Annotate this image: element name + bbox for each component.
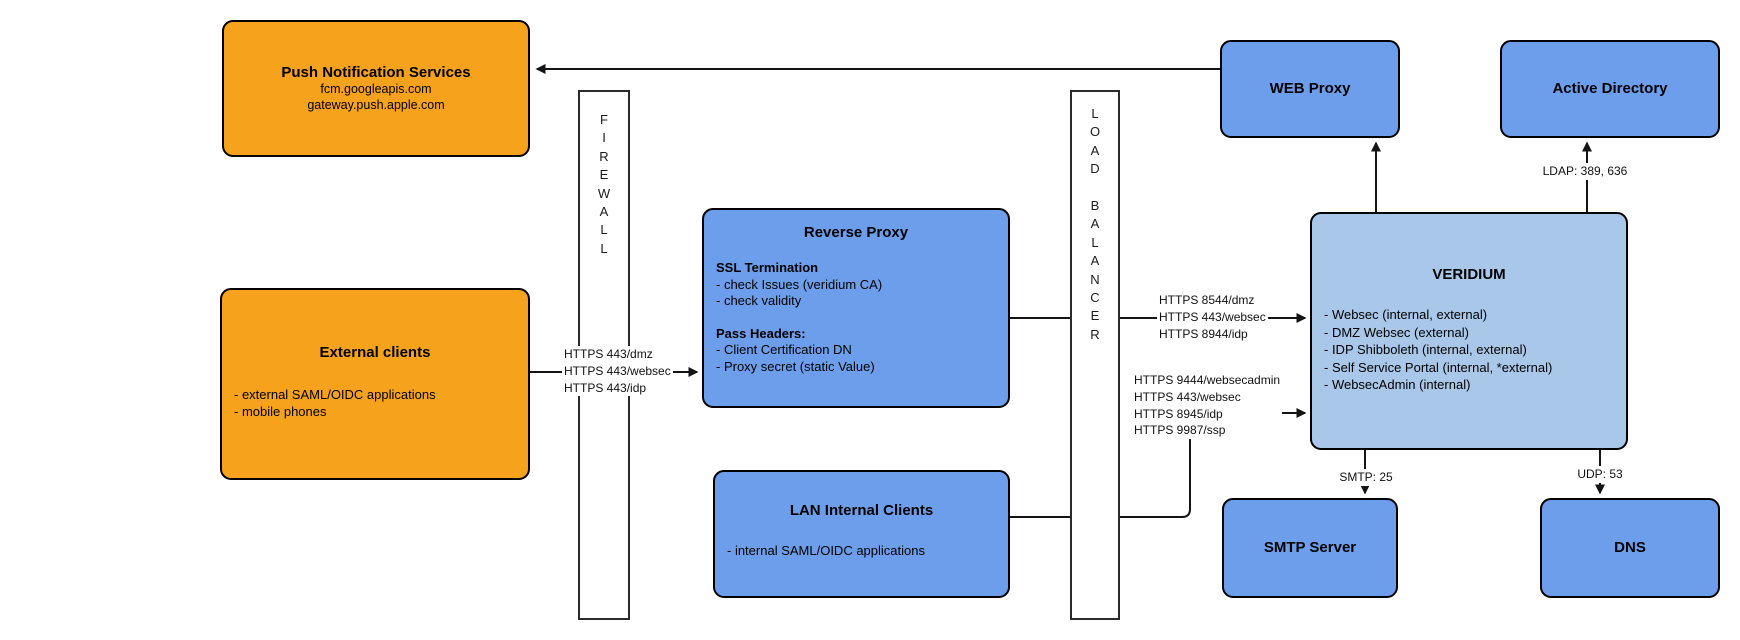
veridium-service: - Websec (internal, external) <box>1324 307 1488 322</box>
external-clients-node: External clients - external SAML/OIDC ap… <box>220 288 530 480</box>
edge-label-line: HTTPS 8544/dmz <box>1159 293 1255 307</box>
web-proxy-node: WEB Proxy <box>1220 40 1400 138</box>
pass-headers-item: - Proxy secret (static Value) <box>716 358 875 374</box>
external-clients-item: - mobile phones <box>234 404 327 419</box>
lan-internal-clients-node: LAN Internal Clients - internal SAML/OID… <box>713 470 1010 598</box>
active-directory-title: Active Directory <box>1552 80 1668 97</box>
veridium-service: - WebsecAdmin (internal) <box>1324 377 1471 392</box>
push-host-fcm: fcm.googleapis.com <box>320 82 432 96</box>
external-clients-item: - external SAML/OIDC applications <box>234 387 436 402</box>
pass-headers-heading: Pass Headers: <box>716 325 806 341</box>
label-smtp-port: SMTP: 25 <box>1337 469 1395 486</box>
smtp-server-node: SMTP Server <box>1222 498 1398 598</box>
label-https-lan-to-veridium: HTTPS 9444/websecadmin HTTPS 443/websec … <box>1132 372 1283 440</box>
web-proxy-title: WEB Proxy <box>1269 80 1351 97</box>
load-balancer-label: L O A D B A L A N C E R <box>1089 106 1101 342</box>
push-notification-services-node: Push Notification Services fcm.googleapi… <box>222 20 530 157</box>
veridium-node: VERIDIUM - Websec (internal, external) -… <box>1310 212 1628 450</box>
edge-label-line: HTTPS 443/websec <box>564 363 671 378</box>
ssl-termination-heading: SSL Termination <box>716 260 819 275</box>
reverse-proxy-node: Reverse Proxy SSL Termination - check Is… <box>702 208 1010 408</box>
edge-label-line: HTTPS 9444/websecadmin <box>1134 373 1281 387</box>
lan-internal-clients-title: LAN Internal Clients <box>789 502 934 519</box>
edge-label-line: HTTPS 443/dmz <box>564 347 653 361</box>
veridium-title: VERIDIUM <box>1432 266 1506 283</box>
dns-title: DNS <box>1614 539 1646 556</box>
load-balancer-barrier: L O A D B A L A N C E R <box>1070 90 1120 620</box>
veridium-service: - Self Service Portal (internal, *extern… <box>1324 359 1553 375</box>
label-https-external-to-proxy: HTTPS 443/dmz HTTPS 443/websec HTTPS 443… <box>562 346 673 397</box>
push-notification-title: Push Notification Services <box>281 64 471 81</box>
veridium-service: - IDP Shibboleth (internal, external) <box>1324 342 1527 357</box>
edge-label-line: HTTPS 443/websec <box>1159 309 1266 324</box>
lan-internal-clients-item: - internal SAML/OIDC applications <box>727 543 925 558</box>
edge-label-line: HTTPS 9987/ssp <box>1134 423 1226 438</box>
pass-headers-item: - Client Certification DN <box>716 342 852 357</box>
label-udp-port: UDP: 53 <box>1575 466 1625 483</box>
veridium-service: - DMZ Websec (external) <box>1324 324 1469 340</box>
dns-node: DNS <box>1540 498 1720 598</box>
edge-label-line: HTTPS 8944/idp <box>1159 326 1248 341</box>
push-host-apns: gateway.push.apple.com <box>307 97 445 112</box>
edge-label-line: HTTPS 8945/idp <box>1134 406 1223 421</box>
edge-label-line: HTTPS 443/websec <box>1134 389 1241 404</box>
label-ldap-ports: LDAP: 389, 636 <box>1540 163 1630 180</box>
smtp-server-title: SMTP Server <box>1263 539 1357 556</box>
active-directory-node: Active Directory <box>1500 40 1720 138</box>
ssl-item: - check Issues (veridium CA) <box>716 276 883 292</box>
label-https-loadbalancer-to-veridium: HTTPS 8544/dmz HTTPS 443/websec HTTPS 89… <box>1157 292 1268 343</box>
firewall-label: F I R E W A L L <box>597 112 611 256</box>
ssl-item: - check validity <box>716 293 802 308</box>
external-clients-title: External clients <box>319 344 431 361</box>
edge-label-line: HTTPS 443/idp <box>564 380 647 395</box>
reverse-proxy-title: Reverse Proxy <box>803 224 909 241</box>
